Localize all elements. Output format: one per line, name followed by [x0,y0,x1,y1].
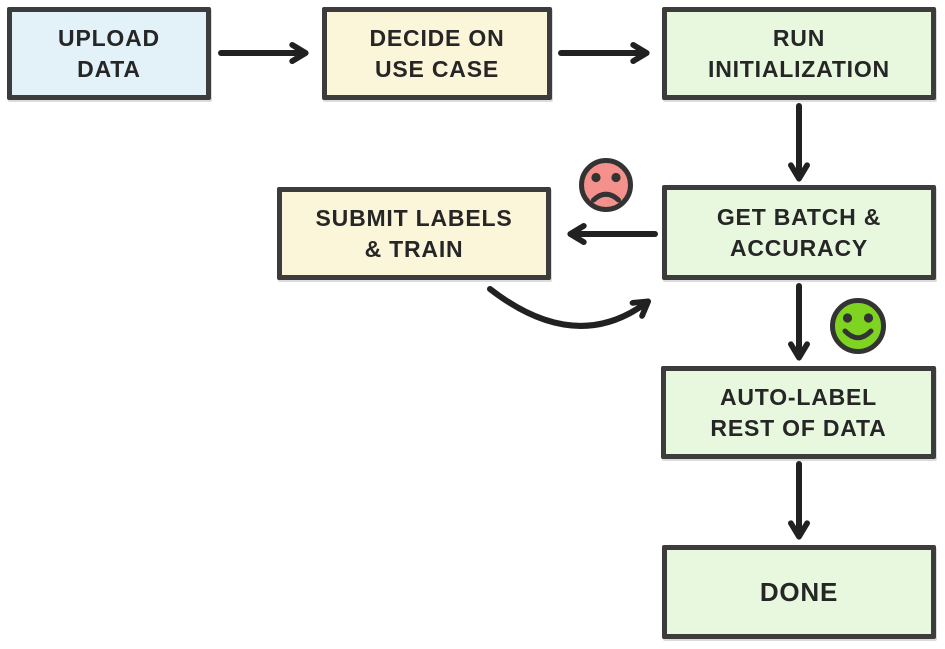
arrow-submit-to-batch-curved [487,286,646,329]
node-label-line: UPLOAD [58,25,160,52]
node-label-line: & TRAIN [364,235,464,262]
node-label-line: GET BATCH & [716,204,882,231]
node-label-line: AUTO-LABEL [719,384,878,411]
node-label-line: SUBMIT LABELS [315,205,513,232]
node-run-initialization: RUN INITIALIZATION [662,7,936,100]
node-label-line: RUN [772,25,826,52]
sad-face-icon [579,158,633,212]
node-submit-labels-and-train: SUBMIT LABELS & TRAIN [277,187,551,280]
node-done: DONE [662,545,936,639]
node-label-line: DECIDE ON [369,25,505,52]
node-get-batch-and-accuracy: GET BATCH & ACCURACY [662,185,936,280]
node-label-line: DATA [77,55,141,82]
node-upload-data: UPLOAD DATA [7,7,211,100]
node-label-line: USE CASE [375,55,499,82]
happy-face-icon [830,298,886,354]
node-decide-on-use-case: DECIDE ON USE CASE [322,7,552,100]
node-label-line: ACCURACY [729,234,868,261]
node-label-line: INITIALIZATION [708,55,890,82]
node-auto-label-rest-of-data: AUTO-LABEL REST OF DATA [661,366,936,459]
node-label-line: REST OF DATA [710,414,887,441]
node-label-line: DONE [759,576,839,607]
